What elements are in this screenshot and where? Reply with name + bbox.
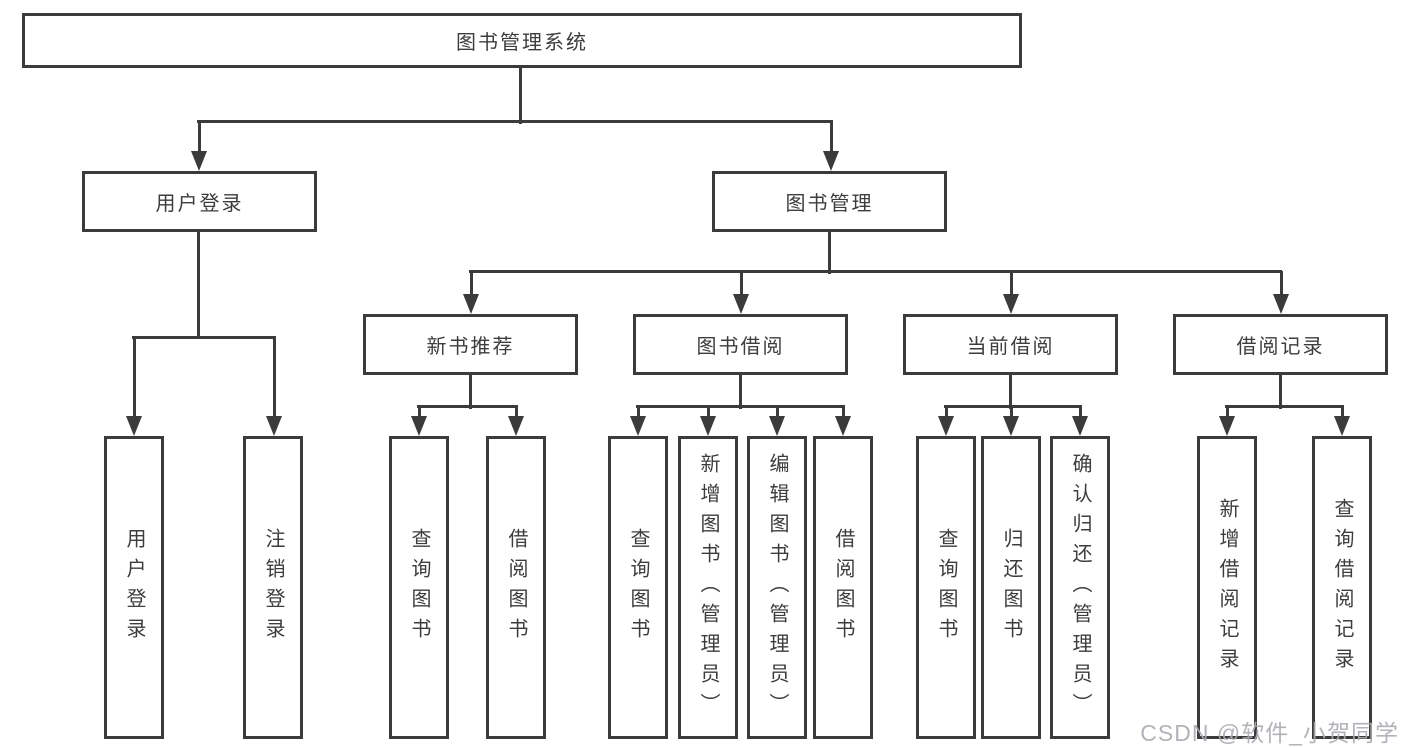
node-label-new-book-recommend: 新书推荐 <box>426 336 515 358</box>
arrow-down-icon <box>630 416 646 436</box>
node-leaf-return-book: 归还图书 <box>981 436 1041 739</box>
node-leaf-add-borrow-record: 新增借阅记录 <box>1197 436 1257 739</box>
node-label-leaf-confirm-return-admin: 确认归还（管理员） <box>1069 452 1091 723</box>
node-label-leaf-user-login: 用户登录 <box>123 527 145 648</box>
connector-arrow-stem <box>469 271 473 296</box>
node-label-borrowing-records: 借阅记录 <box>1236 336 1325 358</box>
node-book-borrowing: 图书借阅 <box>633 314 848 375</box>
connector-arrow-stem <box>272 337 276 418</box>
node-label-leaf-return-book: 归还图书 <box>1000 527 1022 648</box>
arrow-down-icon <box>1219 416 1235 436</box>
connector-vline <box>738 375 742 409</box>
arrow-down-icon <box>191 151 207 171</box>
node-label-leaf-add-book-admin: 新增图书（管理员） <box>697 452 719 723</box>
connector-arrow-stem <box>197 121 201 153</box>
arrow-down-icon <box>835 416 851 436</box>
connector-hline <box>944 404 1082 408</box>
connector-arrow-stem <box>1225 406 1229 418</box>
node-leaf-user-login: 用户登录 <box>104 436 164 739</box>
connector-arrow-stem <box>944 406 948 418</box>
connector-arrow-stem <box>1009 271 1013 296</box>
arrow-down-icon <box>1003 416 1019 436</box>
connector-hline <box>469 269 1282 273</box>
node-label-user-login: 用户登录 <box>155 193 244 215</box>
arrow-down-icon <box>700 416 716 436</box>
node-leaf-add-book-admin: 新增图书（管理员） <box>678 436 738 739</box>
arrow-down-icon <box>508 416 524 436</box>
arrow-down-icon <box>126 416 142 436</box>
arrow-down-icon <box>769 416 785 436</box>
connector-hline <box>197 119 833 123</box>
arrow-down-icon <box>1334 416 1350 436</box>
node-label-leaf-add-borrow-record: 新增借阅记录 <box>1216 497 1238 678</box>
connector-arrow-stem <box>841 406 845 418</box>
arrow-down-icon <box>266 416 282 436</box>
arrow-down-icon <box>1003 294 1019 314</box>
node-label-current-borrowing: 当前借阅 <box>966 336 1055 358</box>
node-label-leaf-logout: 注销登录 <box>262 527 284 648</box>
connector-arrow-stem <box>1340 406 1344 418</box>
csdn-watermark: CSDN @软件_小贺同学 <box>1140 720 1399 746</box>
arrow-down-icon <box>411 416 427 436</box>
node-current-borrowing: 当前借阅 <box>903 314 1118 375</box>
node-label-leaf-borrow-books-rec: 借阅图书 <box>505 527 527 648</box>
node-label-leaf-query-borrow-record: 查询借阅记录 <box>1331 497 1353 678</box>
connector-arrow-stem <box>1009 406 1013 418</box>
node-leaf-query-books-borrow: 查询图书 <box>608 436 668 739</box>
connector-arrow-stem <box>706 406 710 418</box>
connector-hline <box>636 404 845 408</box>
connector-vline <box>468 375 472 409</box>
arrow-down-icon <box>823 151 839 171</box>
connector-hline <box>417 404 518 408</box>
node-borrowing-records: 借阅记录 <box>1173 314 1388 375</box>
connector-arrow-stem <box>739 271 743 296</box>
node-label-root: 图书管理系统 <box>456 32 588 54</box>
node-leaf-borrow-books-rec: 借阅图书 <box>486 436 546 739</box>
connector-arrow-stem <box>829 121 833 153</box>
arrow-down-icon <box>1072 416 1088 436</box>
node-user-login: 用户登录 <box>82 171 317 232</box>
node-leaf-edit-book-admin: 编辑图书（管理员） <box>747 436 807 739</box>
connector-hline <box>1225 404 1344 408</box>
connector-arrow-stem <box>775 406 779 418</box>
node-label-leaf-borrow-books-borrow: 借阅图书 <box>832 527 854 648</box>
node-leaf-query-borrow-record: 查询借阅记录 <box>1312 436 1372 739</box>
connector-arrow-stem <box>514 406 518 418</box>
connector-hline <box>132 335 276 339</box>
node-new-book-recommend: 新书推荐 <box>363 314 578 375</box>
connector-arrow-stem <box>132 337 136 418</box>
node-label-book-management: 图书管理 <box>785 193 874 215</box>
node-leaf-query-books-current: 查询图书 <box>916 436 976 739</box>
arrow-down-icon <box>1273 294 1289 314</box>
node-leaf-query-books-rec: 查询图书 <box>389 436 449 739</box>
connector-arrow-stem <box>636 406 640 418</box>
connector-vline <box>1278 375 1282 409</box>
node-label-leaf-query-books-borrow: 查询图书 <box>627 527 649 648</box>
node-leaf-borrow-books-borrow: 借阅图书 <box>813 436 873 739</box>
node-label-leaf-query-books-rec: 查询图书 <box>408 527 430 648</box>
node-label-leaf-edit-book-admin: 编辑图书（管理员） <box>766 452 788 723</box>
node-book-management: 图书管理 <box>712 171 947 232</box>
arrow-down-icon <box>463 294 479 314</box>
connector-vline <box>518 68 522 124</box>
node-label-book-borrowing: 图书借阅 <box>696 336 785 358</box>
connector-vline <box>1008 375 1012 409</box>
node-label-leaf-query-books-current: 查询图书 <box>935 527 957 648</box>
connector-arrow-stem <box>417 406 421 418</box>
arrow-down-icon <box>733 294 749 314</box>
node-leaf-confirm-return-admin: 确认归还（管理员） <box>1050 436 1110 739</box>
connector-vline <box>196 232 200 339</box>
connector-vline <box>827 232 831 274</box>
connector-arrow-stem <box>1078 406 1082 418</box>
arrow-down-icon <box>938 416 954 436</box>
connector-arrow-stem <box>1279 271 1283 296</box>
node-root: 图书管理系统 <box>22 13 1022 68</box>
node-leaf-logout: 注销登录 <box>243 436 303 739</box>
